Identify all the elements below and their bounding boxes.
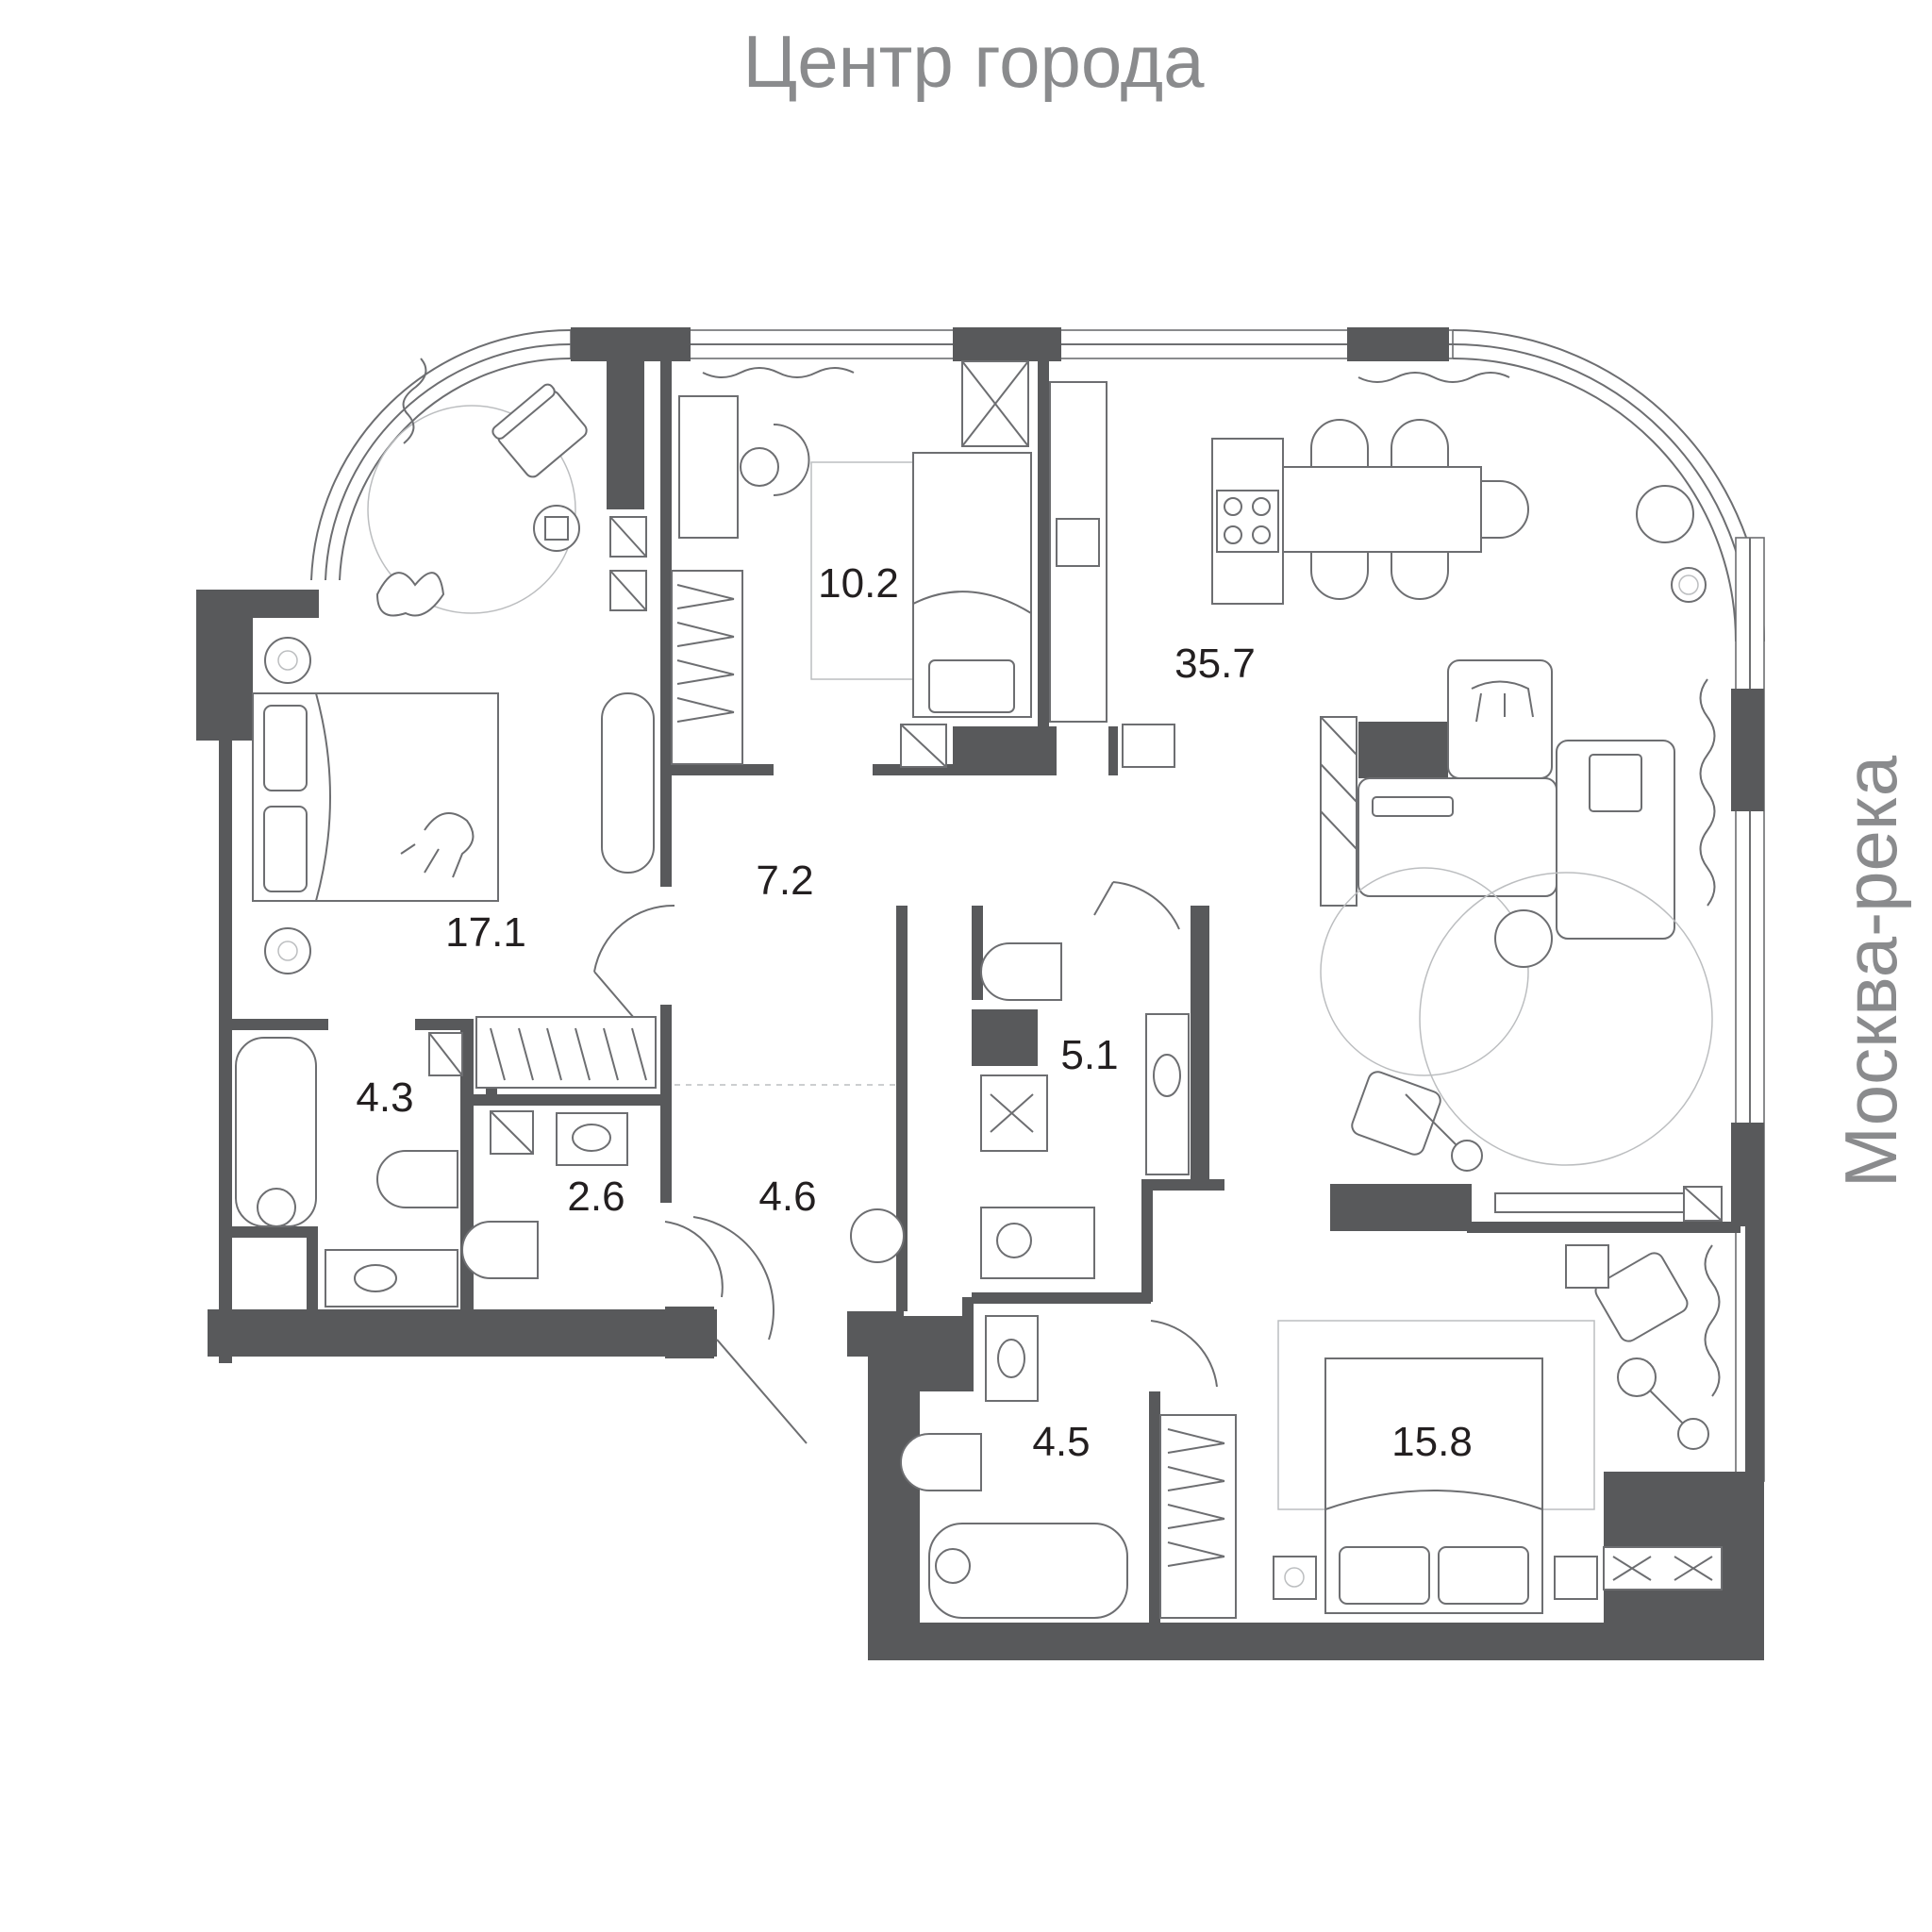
room-area-living: 35.7 bbox=[1174, 641, 1256, 687]
room-area-bath-2: 4.5 bbox=[1032, 1419, 1090, 1465]
cat-icon bbox=[1471, 680, 1534, 723]
curved-window-left bbox=[310, 329, 572, 581]
bath-3-furniture bbox=[235, 1032, 463, 1307]
bath-2-furniture bbox=[900, 1315, 1218, 1619]
room-area-bath-1: 5.1 bbox=[1060, 1032, 1118, 1078]
room-area-bedroom-2: 15.8 bbox=[1391, 1419, 1473, 1465]
room-area-bath-3: 4.3 bbox=[356, 1074, 413, 1121]
room-area-bedroom-3: 10.2 bbox=[818, 560, 899, 607]
bedroom-3-furniture bbox=[671, 360, 1032, 768]
bath-1-furniture bbox=[980, 881, 1190, 1279]
room-area-hall: 7.2 bbox=[756, 858, 813, 904]
orientation-top-label: Центр города bbox=[743, 20, 1206, 103]
wc-furniture bbox=[461, 1110, 724, 1298]
bedroom-1-furniture bbox=[252, 358, 655, 974]
hall-furniture bbox=[475, 904, 905, 1444]
bedroom-2-furniture bbox=[1159, 1244, 1723, 1619]
dog-icon bbox=[400, 812, 475, 878]
plant-icon bbox=[375, 572, 445, 617]
room-area-wc: 2.6 bbox=[567, 1174, 625, 1220]
room-area-corridor: 4.6 bbox=[758, 1174, 816, 1220]
orientation-right-label: Москва-река bbox=[1829, 755, 1912, 1188]
living-furniture bbox=[1049, 372, 1723, 1222]
room-area-bedroom-1: 17.1 bbox=[445, 909, 526, 956]
